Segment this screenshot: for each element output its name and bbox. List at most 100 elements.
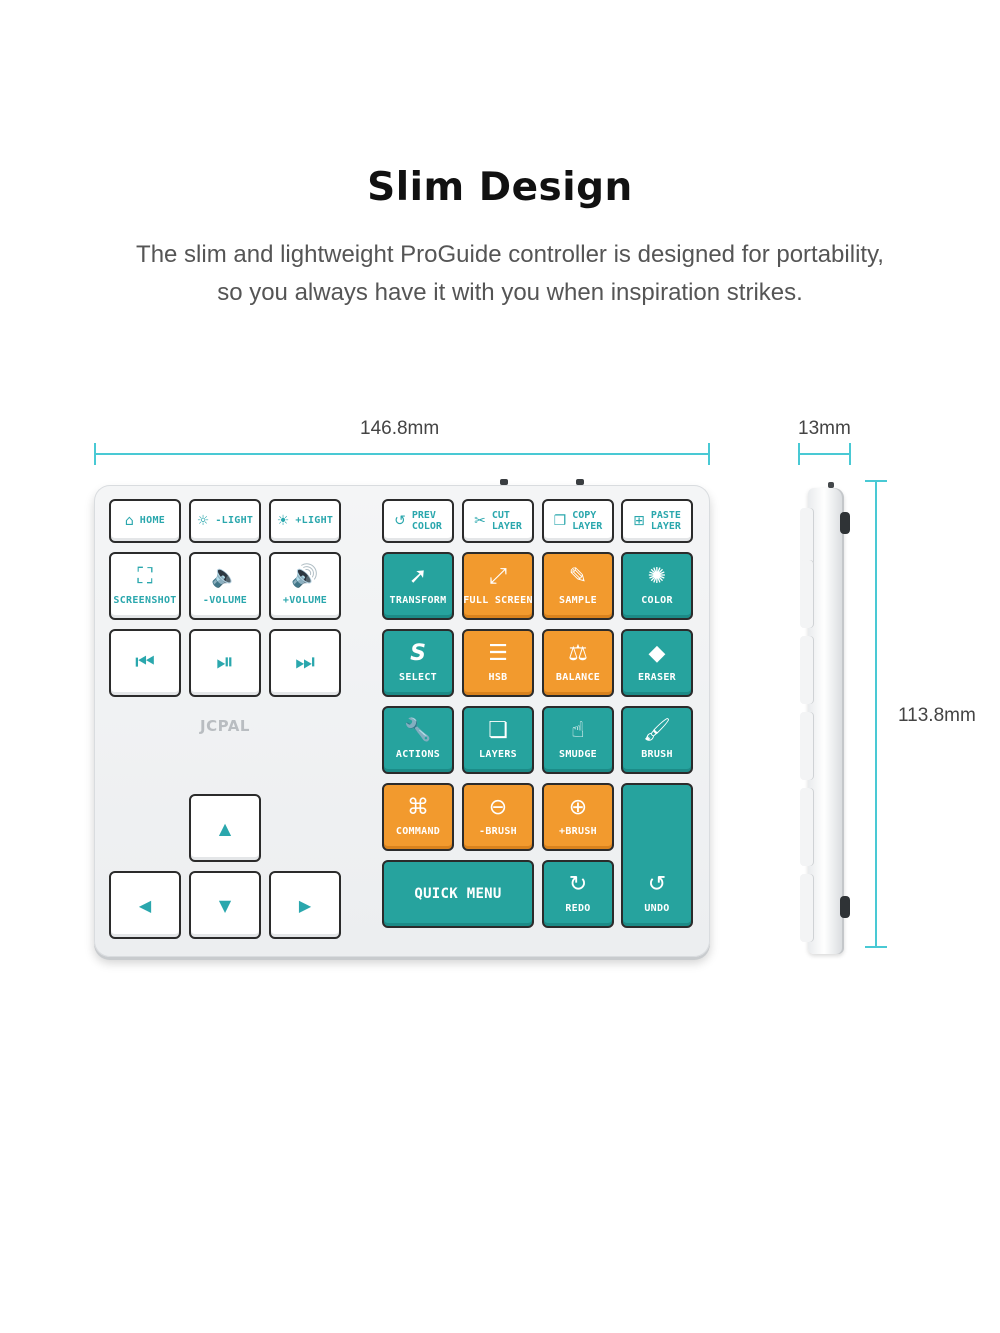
command-key-label: COMMAND (395, 826, 441, 837)
screenshot-key[interactable]: ⛶ SCREENSHOT (109, 552, 181, 620)
full-screen-key[interactable]: ⤢ FULL SCREEN (462, 552, 534, 620)
balance-key[interactable]: ⚖ BALANCE (542, 629, 614, 697)
page-subtitle: The slim and lightweight ProGuide contro… (60, 236, 960, 312)
sample-key[interactable]: ✎ SAMPLE (542, 552, 614, 620)
keyboard-side-view (800, 482, 850, 954)
enter-key[interactable] (621, 783, 693, 928)
next-track-icon: ⏭ (295, 650, 315, 675)
layers-icon: ❏ (488, 718, 508, 743)
paste-layer-label-2: LAYER (650, 521, 681, 532)
play-pause-key[interactable]: ⏯ (189, 629, 261, 697)
arrow-right-key[interactable]: ▶ (269, 871, 341, 939)
light-up-key-label: +LIGHT (295, 515, 334, 526)
light-up-key[interactable]: ☀ +LIGHT (269, 499, 341, 543)
width-dimension-label: 146.8mm (360, 418, 440, 439)
lasso-icon: S (410, 641, 426, 666)
sliders-icon: ☰ (488, 641, 508, 666)
hsb-key-label: HSB (488, 672, 508, 683)
thickness-dimension-label: 13mm (798, 418, 851, 439)
actions-key[interactable]: 🔧 ACTIONS (382, 706, 454, 774)
transform-key-label: TRANSFORM (389, 595, 447, 606)
redo-icon: ↻ (568, 872, 588, 897)
prev-color-label-2: COLOR (411, 521, 442, 532)
speaker-low-icon: 🔈 (211, 564, 239, 589)
copy-layer-label-1: COPY (572, 510, 597, 521)
brush-plus-key[interactable]: ⊕ +BRUSH (542, 783, 614, 851)
command-key[interactable]: ⌘ COMMAND (382, 783, 454, 851)
color-key[interactable]: ✺ COLOR (621, 552, 693, 620)
layers-key[interactable]: ❏ LAYERS (462, 706, 534, 774)
actions-key-label: ACTIONS (395, 749, 441, 760)
volume-up-key-label: +VOLUME (282, 595, 328, 606)
brand-logo: JCPAL (200, 717, 250, 735)
select-key[interactable]: S SELECT (382, 629, 454, 697)
previous-track-key[interactable]: ⏮ (109, 629, 181, 697)
plus-circle-icon: ⊕ (568, 795, 588, 820)
brush-key-label: BRUSH (641, 749, 673, 760)
transform-key[interactable]: ➚ TRANSFORM (382, 552, 454, 620)
redo-key[interactable]: ↻ REDO (542, 860, 614, 928)
volume-up-key[interactable]: 🔊 +VOLUME (269, 552, 341, 620)
volume-down-key-label: -VOLUME (202, 595, 248, 606)
speaker-high-icon: 🔊 (291, 564, 319, 589)
brush-key[interactable]: 🖌 BRUSH (621, 706, 693, 774)
play-pause-icon: ⏯ (216, 650, 234, 675)
full-screen-key-label: FULL SCREEN (463, 595, 533, 606)
layers-key-label: LAYERS (479, 749, 517, 760)
arrow-up-icon: ▲ (218, 818, 232, 838)
minus-circle-icon: ⊖ (488, 795, 508, 820)
color-wheel-icon: ✺ (647, 564, 667, 589)
eraser-icon: ◆ (648, 641, 666, 666)
brush-plus-key-label: +BRUSH (559, 826, 597, 837)
arrow-right-icon: ▶ (298, 895, 312, 915)
select-key-label: SELECT (399, 672, 437, 683)
paste-icon: ⊞ (633, 513, 645, 529)
sun-small-icon: ☼ (196, 513, 210, 529)
light-down-key-label: -LIGHT (215, 515, 254, 526)
undo-icon: ↺ (647, 872, 667, 897)
arrow-left-icon: ◀ (138, 895, 152, 915)
eraser-key-label: ERASER (638, 672, 676, 683)
screenshot-key-label: SCREENSHOT (113, 595, 177, 606)
prev-color-label-1: PREV (411, 510, 436, 521)
arrow-down-key[interactable]: ▼ (189, 871, 261, 939)
cut-layer-label-1: CUT (491, 510, 510, 521)
arrow-left-key[interactable]: ◀ (109, 871, 181, 939)
quick-menu-key[interactable]: QUICK MENU (382, 860, 534, 928)
undo-key-label: UNDO (644, 903, 670, 914)
screenshot-icon: ⛶ (137, 564, 153, 589)
cut-layer-label-2: LAYER (491, 521, 522, 532)
arrow-up-key[interactable]: ▲ (189, 794, 261, 862)
brush-icon: 🖌 (643, 718, 671, 743)
home-icon: ⌂ (124, 513, 134, 529)
page-title: Slim Design (367, 165, 633, 210)
copy-layer-label-2: LAYER (572, 521, 603, 532)
command-icon: ⌘ (407, 795, 429, 820)
paste-layer-label-1: PASTE (650, 510, 681, 521)
smudge-key[interactable]: ☝ SMUDGE (542, 706, 614, 774)
eraser-key[interactable]: ◆ ERASER (621, 629, 693, 697)
brush-minus-key-label: -BRUSH (479, 826, 517, 837)
eyedropper-icon: ✎ (568, 564, 588, 589)
depth-dimension-label: 113.8mm (898, 705, 976, 726)
smudge-finger-icon: ☝ (571, 718, 585, 743)
expand-icon: ⤢ (489, 564, 507, 589)
hsb-key[interactable]: ☰ HSB (462, 629, 534, 697)
light-down-key[interactable]: ☼ -LIGHT (189, 499, 261, 543)
next-track-key[interactable]: ⏭ (269, 629, 341, 697)
home-key[interactable]: ⌂ HOME (109, 499, 181, 543)
sun-large-icon: ☀ (276, 513, 290, 529)
copy-icon: ❐ (553, 513, 567, 529)
undo-key[interactable]: ↺ UNDO (621, 860, 693, 928)
brush-minus-key[interactable]: ⊖ -BRUSH (462, 783, 534, 851)
quick-menu-key-label: QUICK MENU (414, 886, 502, 902)
arrow-icon: ➚ (408, 564, 428, 589)
volume-down-key[interactable]: 🔈 -VOLUME (189, 552, 261, 620)
subtitle-line-1: The slim and lightweight ProGuide contro… (136, 241, 884, 268)
wrench-icon: 🔧 (404, 718, 432, 743)
